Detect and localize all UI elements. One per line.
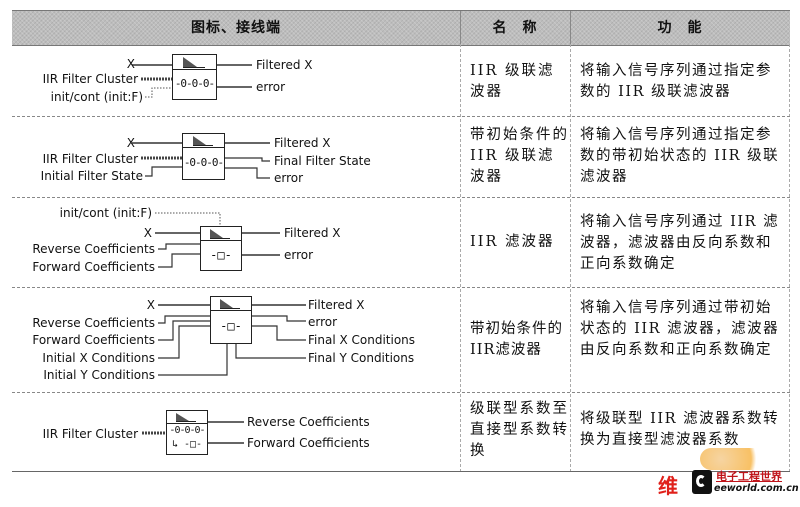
vi-function: 将级联型 IIR 滤波器系数转换为直接型滤波器系数 <box>580 411 780 448</box>
header-icon-terminals: 图标、接线端 <box>191 20 281 36</box>
header-divider <box>570 11 571 45</box>
watermark-brand-cn: 电子工程世界 <box>716 470 782 483</box>
vi-name: 级联型系数至直接型系数转换 <box>470 401 569 459</box>
iir-filter-icon: -□- <box>200 226 242 271</box>
table-row: -0-0-0- ↳ -□- IIR Filter Cluster Reverse… <box>12 393 790 471</box>
output-terminal-label: Reverse Coefficients <box>247 415 370 429</box>
header-name: 名 称 <box>492 20 538 36</box>
connector-pane: -0-0-0- X IIR Filter Cluster Initial Fil… <box>12 117 460 197</box>
header-function: 功 能 <box>657 20 703 36</box>
input-terminal-label: init/cont (init:F) <box>50 90 143 104</box>
terminal-wires <box>132 142 270 179</box>
output-terminal-label: error <box>274 171 304 185</box>
table-row: -0-0-0- X IIR Filter Cluster init/cont (… <box>12 45 790 116</box>
filter-response-glyph <box>201 227 241 241</box>
input-terminal-label: Forward Coefficients <box>32 333 155 347</box>
input-terminal-label: IIR Filter Cluster <box>42 427 138 441</box>
input-terminal-label: X <box>146 298 155 312</box>
vi-name: IIR 滤波器 <box>470 234 555 250</box>
input-terminal-label: X <box>143 226 152 240</box>
input-terminal-label: Initial X Conditions <box>42 351 155 365</box>
input-terminal-label: X <box>126 136 135 150</box>
table-header: 图标、接线端 名 称 功 能 <box>12 10 790 46</box>
output-terminal-label: Filtered X <box>256 58 313 72</box>
output-terminal-label: Filtered X <box>274 136 331 150</box>
terminal-wires <box>158 304 306 376</box>
filter-response-glyph <box>173 55 216 70</box>
vi-function: 将输入信号序列通过带初始状态的 IIR 滤波器，滤波器由反向系数和正向系数确定 <box>580 300 780 358</box>
filter-response-glyph <box>183 134 224 148</box>
column-divider <box>460 44 461 472</box>
output-terminal-label: error <box>308 315 338 329</box>
table-bottom-border <box>12 471 790 472</box>
input-terminal-label: init/cont (init:F) <box>59 206 152 220</box>
input-terminal-label: IIR Filter Cluster <box>42 152 138 166</box>
iir-cascade-filter-icon: -0-0-0- <box>172 54 217 100</box>
input-terminal-label: X <box>126 57 135 71</box>
column-divider <box>570 44 571 472</box>
vi-name: IIR 级联滤波器 <box>470 63 555 100</box>
cascade-stages-glyph: -0-0-0- <box>174 77 215 90</box>
connector-pane: -□- init/cont (init:F) X Reverse Coeffic… <box>12 198 460 287</box>
row-divider <box>12 287 790 288</box>
table-row: -□- X Reverse Coefficients Forward Coeff… <box>12 288 790 392</box>
output-terminal-label: Filtered X <box>284 226 341 240</box>
input-terminal-label: Reverse Coefficients <box>32 316 155 330</box>
direct-form-glyph: -□- <box>210 248 232 262</box>
iir-cascade-filter-with-ic-icon: -0-0-0- <box>182 133 225 180</box>
filter-response-glyph <box>211 297 251 311</box>
vi-function: 将输入信号序列通过指定参数的带初始状态的 IIR 级联滤波器 <box>580 127 780 185</box>
table-row: -0-0-0- X IIR Filter Cluster Initial Fil… <box>12 117 790 197</box>
connector-pane: -0-0-0- X IIR Filter Cluster init/cont (… <box>12 45 460 116</box>
connector-pane: -0-0-0- ↳ -□- IIR Filter Cluster Reverse… <box>12 393 460 471</box>
watermark-brand-url: eeworld.com.cn <box>714 483 799 494</box>
table-row: -□- init/cont (init:F) X Reverse Coeffic… <box>12 198 790 287</box>
vi-name: 带初始条件的IIR滤波器 <box>470 321 563 358</box>
eeworld-watermark-logo: 维 电子工程世界 eeworld.com.cn <box>650 448 800 507</box>
header-divider <box>460 11 461 45</box>
cascade-to-direct-coefficients-icon: -0-0-0- ↳ -□- <box>166 410 208 455</box>
filter-response-glyph <box>167 411 207 424</box>
input-terminal-label: Initial Y Conditions <box>43 368 155 382</box>
table-right-border <box>789 44 790 472</box>
output-terminal-label: Final Filter State <box>274 154 371 168</box>
direct-form-glyph: ↳ -□- <box>171 439 203 450</box>
terminal-wires <box>142 421 244 444</box>
input-terminal-label: Initial Filter State <box>40 169 143 183</box>
row-divider <box>12 392 790 393</box>
output-terminal-label: Final X Conditions <box>308 333 416 347</box>
output-terminal-label: error <box>284 248 314 262</box>
direct-form-glyph: -□- <box>220 319 242 333</box>
cascade-stages-glyph: -0-0-0- <box>183 156 224 169</box>
output-terminal-label: error <box>256 80 286 94</box>
terminal-wires <box>155 212 280 268</box>
output-terminal-label: Final Y Conditions <box>308 351 415 365</box>
mascot-decoration <box>700 448 770 470</box>
watermark-prefix: 维 <box>658 474 678 498</box>
vi-name: 带初始条件的 IIR 级联滤波器 <box>470 127 569 185</box>
vi-function: 将输入信号序列通过 IIR 滤波器，滤波器由反向系数和正向系数确定 <box>580 214 780 272</box>
output-terminal-label: Forward Coefficients <box>247 436 370 450</box>
vi-function: 将输入信号序列通过指定参数的 IIR 级联滤波器 <box>580 63 772 100</box>
cascade-stages-glyph: -0-0-0- <box>169 425 205 436</box>
vi-reference-table: 图标、接线端 名 称 功 能 -0-0-0 <box>12 10 790 472</box>
input-terminal-label: Forward Coefficients <box>32 260 155 274</box>
connector-pane: -□- X Reverse Coefficients Forward Coeff… <box>12 288 460 392</box>
output-terminal-label: Filtered X <box>308 298 365 312</box>
input-terminal-label: IIR Filter Cluster <box>42 72 138 86</box>
eeworld-c-logo-icon <box>692 470 712 494</box>
row-divider <box>12 116 790 117</box>
row-divider <box>12 197 790 198</box>
terminal-wires <box>132 64 252 98</box>
iir-filter-with-ic-icon: -□- <box>210 296 252 344</box>
input-terminal-label: Reverse Coefficients <box>32 242 155 256</box>
